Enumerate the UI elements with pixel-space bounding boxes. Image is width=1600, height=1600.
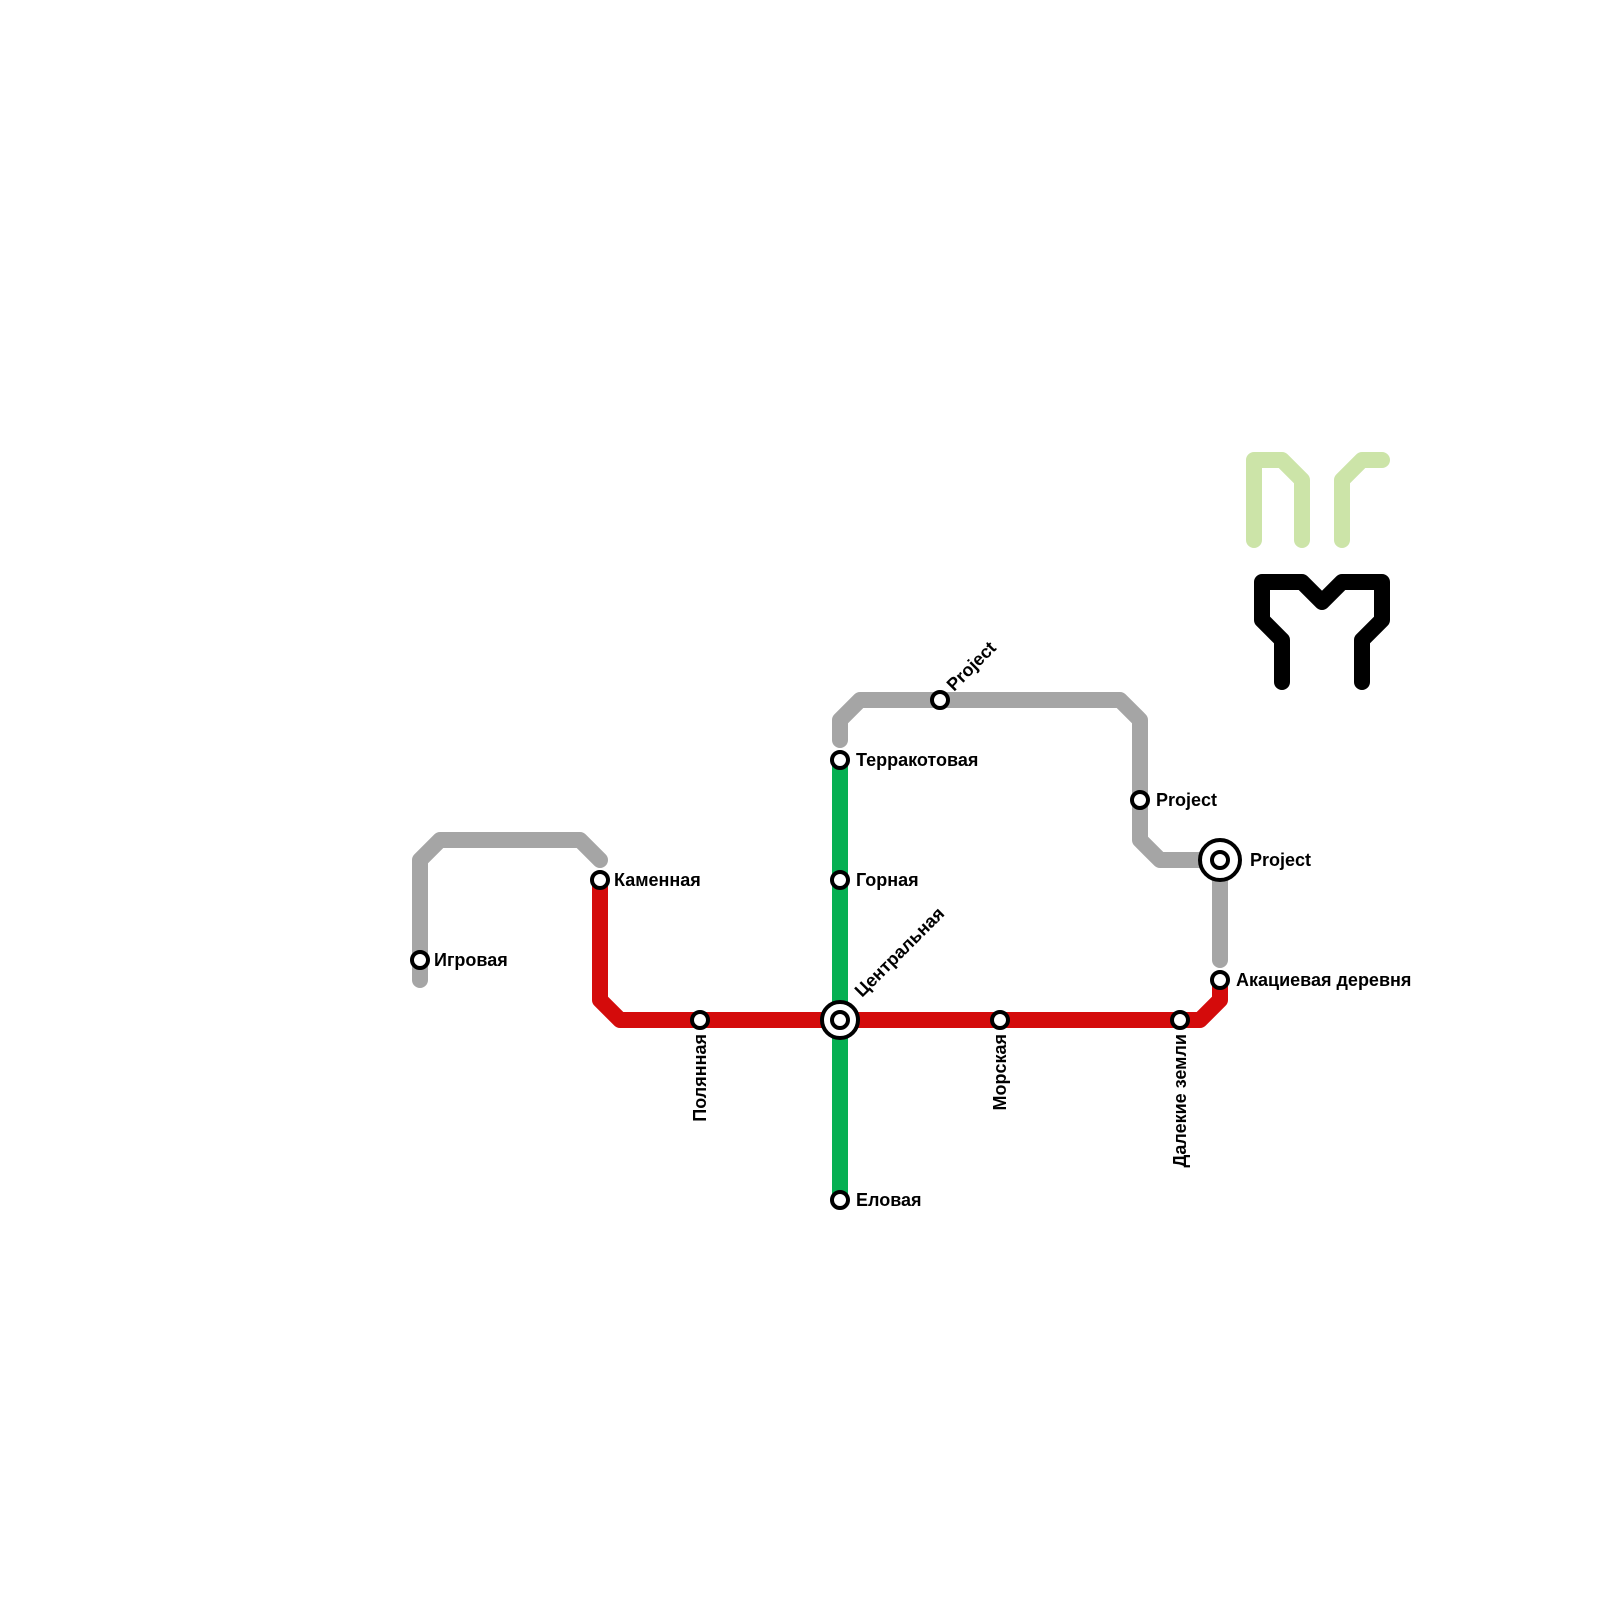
- metro-logo: [1246, 452, 1390, 690]
- station-elovaya[interactable]: Еловая: [830, 1190, 922, 1210]
- station-marker: [830, 750, 850, 770]
- station-morskaya[interactable]: Морская: [990, 1010, 1010, 1111]
- station-label: Игровая: [434, 950, 508, 970]
- station-label: Далекие земли: [1170, 1034, 1190, 1167]
- station-marker: [990, 1010, 1010, 1030]
- station-kamennaya[interactable]: Каменная: [590, 870, 701, 890]
- station-marker: [830, 870, 850, 890]
- station-dalekie-zemli[interactable]: Далекие земли: [1170, 1010, 1190, 1167]
- station-marker: [1210, 850, 1230, 870]
- station-label: Каменная: [614, 870, 701, 890]
- station-label: Центральная: [851, 903, 949, 1001]
- gray-line-west: [412, 832, 608, 988]
- station-marker: [410, 950, 430, 970]
- station-project-right[interactable]: Project: [1130, 790, 1217, 810]
- station-label: Терракотовая: [856, 750, 978, 770]
- station-polyannaya[interactable]: Полянная: [690, 1010, 710, 1122]
- station-label: Горная: [856, 870, 919, 890]
- station-marker: [690, 1010, 710, 1030]
- station-label: Project: [1156, 790, 1217, 810]
- logo-letter-p: [1246, 452, 1310, 548]
- logo-emblem-m: [1254, 574, 1390, 690]
- station-label: Еловая: [856, 1190, 922, 1210]
- station-label: Project: [1250, 850, 1311, 870]
- metro-stations: Игровая Каменная Полянная Центральная Мо…: [410, 638, 1411, 1210]
- red-line: [592, 872, 1228, 1028]
- gray-line-east: [832, 692, 1228, 968]
- station-gornaya[interactable]: Горная: [830, 870, 919, 890]
- station-marker: [830, 1010, 850, 1030]
- station-label: Акациевая деревня: [1236, 970, 1411, 990]
- logo-letter-g: [1334, 452, 1390, 548]
- station-label: Project: [943, 638, 1000, 695]
- station-igrovaya[interactable]: Игровая: [410, 950, 508, 970]
- station-label: Полянная: [690, 1034, 710, 1122]
- station-marker: [930, 690, 950, 710]
- metro-lines: [412, 692, 1228, 1208]
- station-marker: [1210, 970, 1230, 990]
- station-marker: [830, 1190, 850, 1210]
- station-akatsievaya-derevnya[interactable]: Акациевая деревня: [1210, 970, 1411, 990]
- station-label: Морская: [990, 1034, 1010, 1111]
- station-project-transfer[interactable]: Project: [1198, 838, 1311, 882]
- station-marker: [590, 870, 610, 890]
- station-terrakotovaya[interactable]: Терракотовая: [830, 750, 978, 770]
- station-marker: [1170, 1010, 1190, 1030]
- station-marker: [1130, 790, 1150, 810]
